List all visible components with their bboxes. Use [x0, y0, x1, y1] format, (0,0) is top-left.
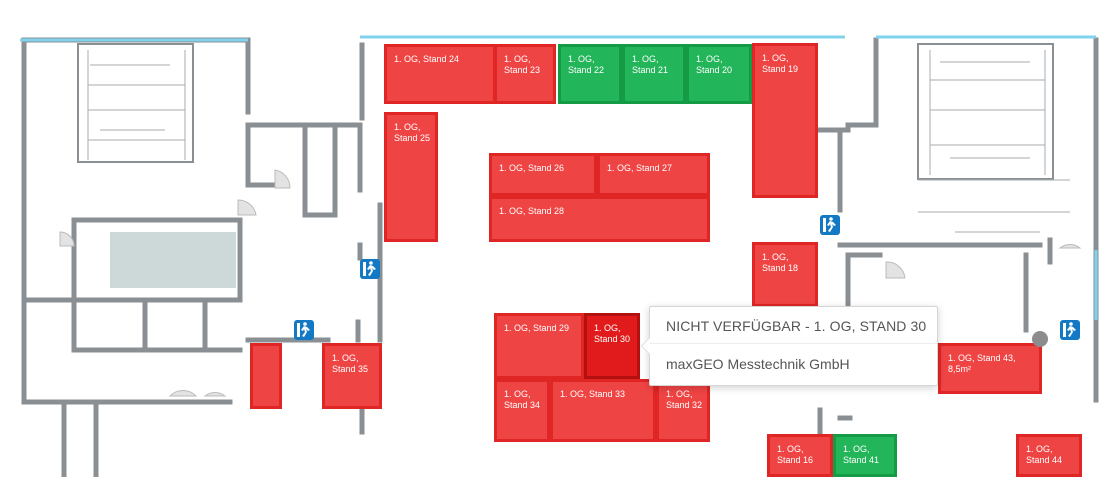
- column-marker: [1032, 331, 1048, 347]
- stand-43-label: 1. OG, Stand 43, 8,5m²: [948, 353, 1016, 374]
- tooltip-title: NICHT VERFÜGBAR - 1. OG, STAND 30: [666, 318, 927, 334]
- emergency-exit-icon: [1060, 320, 1080, 340]
- stand-44[interactable]: 1. OG, Stand 44: [1016, 434, 1082, 477]
- stand-26-label: 1. OG, Stand 26: [499, 163, 565, 173]
- tooltip-arrow: [641, 337, 650, 355]
- stand-32-label: 1. OG, Stand 32: [666, 389, 703, 410]
- stand-16-label: 1. OG, Stand 16: [777, 444, 814, 465]
- stand-27-label: 1. OG, Stand 27: [607, 163, 673, 173]
- emergency-exit-icon: [820, 215, 840, 235]
- stand-34[interactable]: 1. OG, Stand 34: [494, 379, 550, 442]
- stand-41[interactable]: 1. OG, Stand 41: [833, 434, 897, 477]
- stand-tooltip: NICHT VERFÜGBAR - 1. OG, STAND 30 maxGEO…: [641, 306, 938, 386]
- stand-32[interactable]: 1. OG, Stand 32: [656, 379, 710, 442]
- stand-29[interactable]: 1. OG, Stand 29: [494, 313, 584, 379]
- stand-41-label: 1. OG, Stand 41: [843, 444, 880, 465]
- stand-20-label: 1. OG, Stand 20: [696, 54, 733, 75]
- stand-20[interactable]: 1. OG, Stand 20: [686, 44, 752, 104]
- stand-44-label: 1. OG, Stand 44: [1026, 444, 1063, 465]
- stand-25[interactable]: 1. OG, Stand 25: [384, 112, 438, 242]
- stand-30[interactable]: 1. OG, Stand 30: [584, 313, 640, 379]
- stand-26[interactable]: 1. OG, Stand 26: [489, 153, 597, 196]
- tooltip-divider: [650, 343, 937, 344]
- stand-19-label: 1. OG, Stand 19: [762, 53, 799, 74]
- stand-22[interactable]: 1. OG, Stand 22: [558, 44, 622, 104]
- stand-35[interactable]: 1. OG, Stand 35: [322, 343, 382, 409]
- stand-22-label: 1. OG, Stand 22: [568, 54, 605, 75]
- stand-29-label: 1. OG, Stand 29: [504, 323, 570, 333]
- stand-unlabeled[interactable]: [250, 343, 282, 409]
- stand-21[interactable]: 1. OG, Stand 21: [622, 44, 686, 104]
- stand-35-label: 1. OG, Stand 35: [332, 353, 369, 374]
- stand-21-label: 1. OG, Stand 21: [632, 54, 669, 75]
- stand-33[interactable]: 1. OG, Stand 33: [550, 379, 656, 442]
- stand-23-label: 1. OG, Stand 23: [504, 54, 541, 75]
- stand-28-label: 1. OG, Stand 28: [499, 206, 565, 216]
- stand-18-label: 1. OG, Stand 18: [762, 252, 799, 273]
- stand-30-label: 1. OG, Stand 30: [594, 323, 631, 344]
- stand-27[interactable]: 1. OG, Stand 27: [597, 153, 710, 196]
- stand-23[interactable]: 1. OG, Stand 23: [494, 44, 556, 104]
- stand-43[interactable]: 1. OG, Stand 43, 8,5m²: [938, 343, 1042, 394]
- stand-34-label: 1. OG, Stand 34: [504, 389, 541, 410]
- stand-18[interactable]: 1. OG, Stand 18: [752, 242, 818, 307]
- stand-24-label: 1. OG, Stand 24: [394, 54, 460, 64]
- stand-25-label: 1. OG, Stand 25: [394, 122, 431, 143]
- stand-28[interactable]: 1. OG, Stand 28: [489, 196, 710, 242]
- tooltip-company: maxGEO Messtechnik GmbH: [666, 356, 850, 372]
- stand-16[interactable]: 1. OG, Stand 16: [767, 434, 833, 477]
- stand-19[interactable]: 1. OG, Stand 19: [752, 43, 818, 198]
- stand-33-label: 1. OG, Stand 33: [560, 389, 626, 399]
- emergency-exit-icon: [360, 259, 380, 279]
- emergency-exit-icon: [294, 320, 314, 340]
- stand-24[interactable]: 1. OG, Stand 24: [384, 44, 496, 104]
